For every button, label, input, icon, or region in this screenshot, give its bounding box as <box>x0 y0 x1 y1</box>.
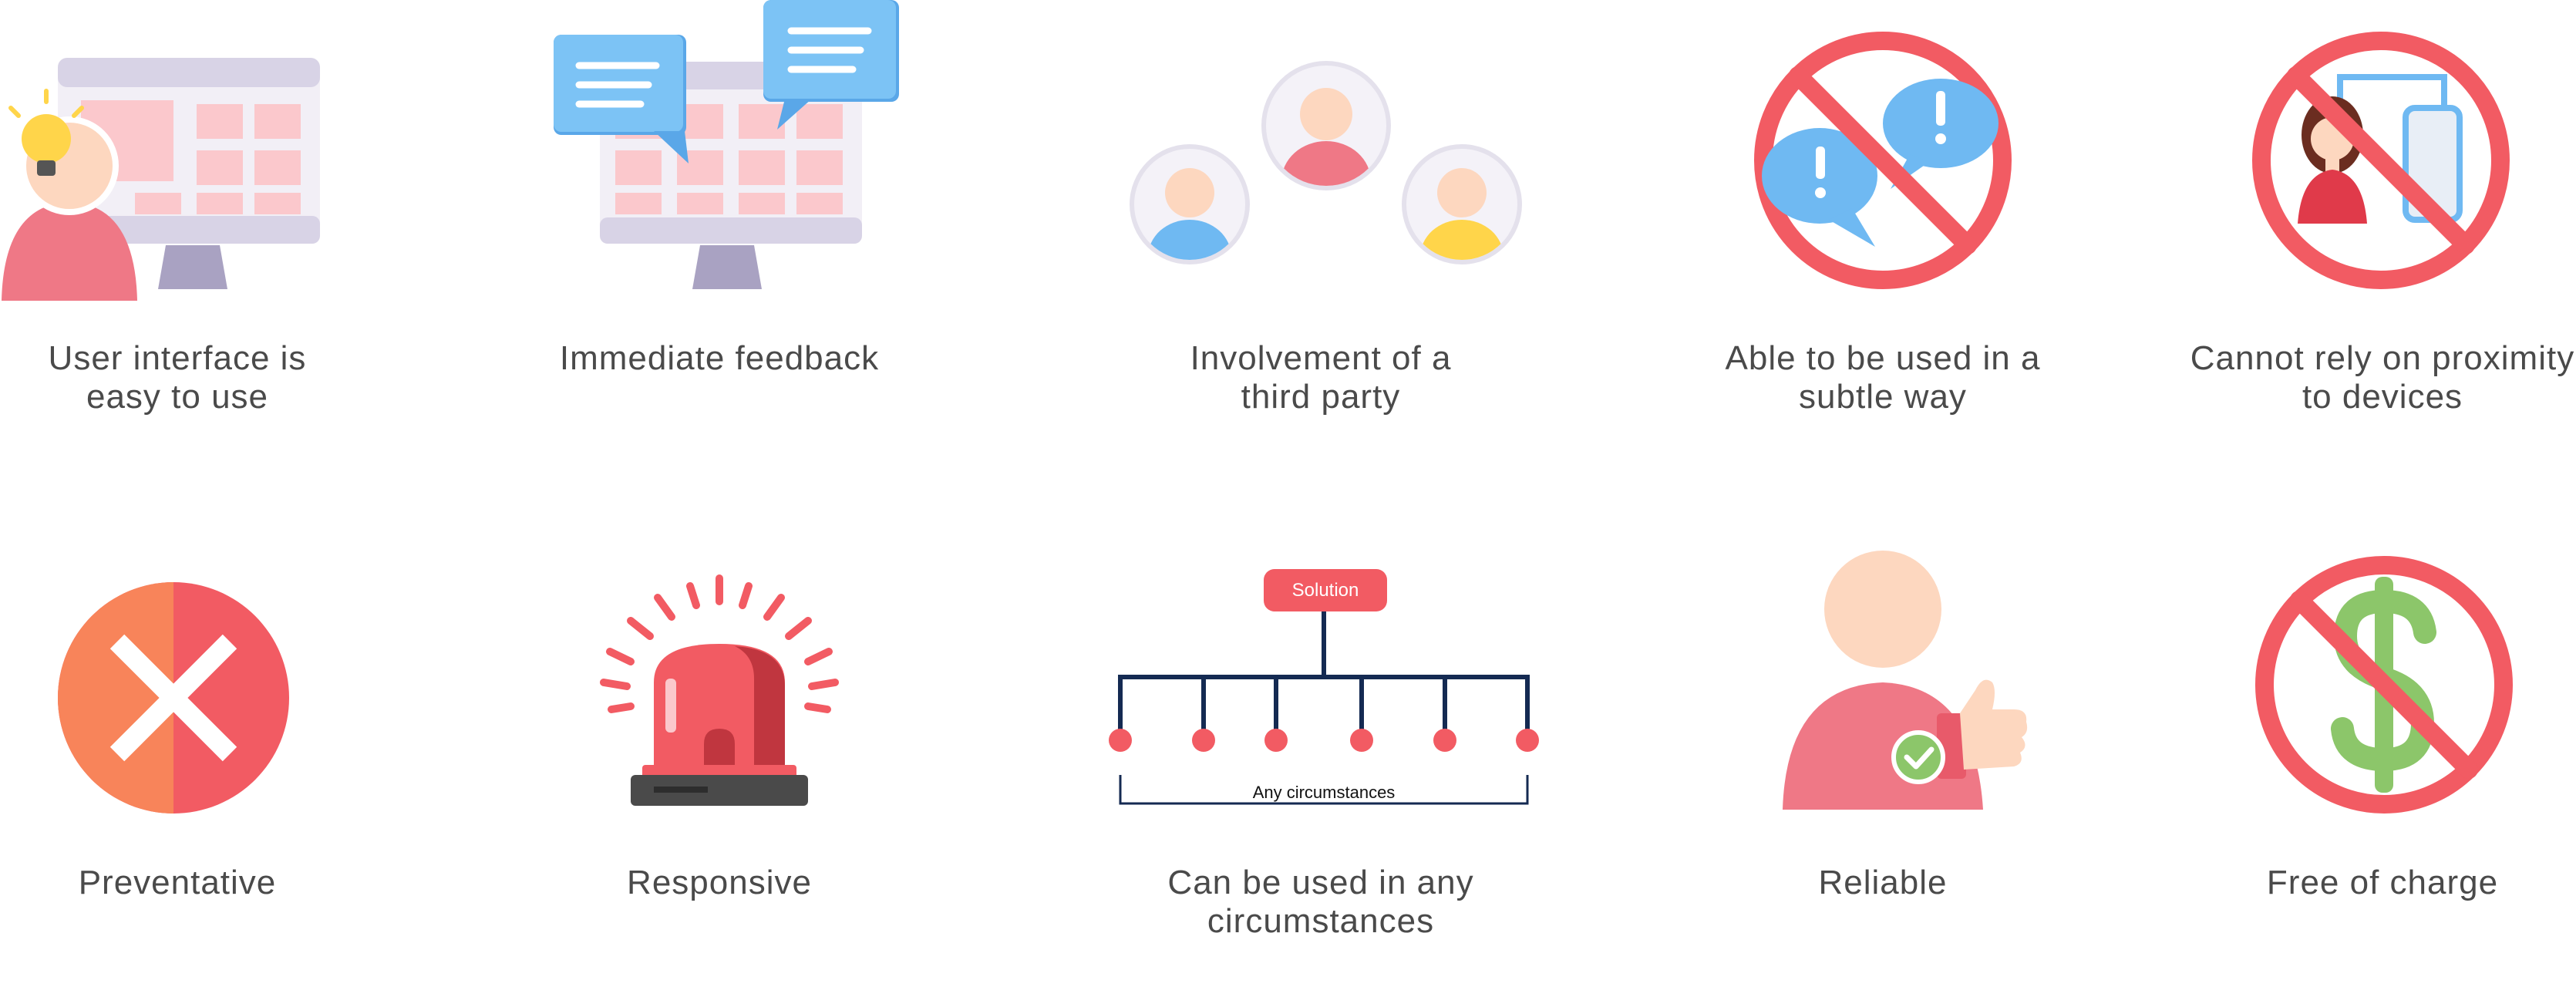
feature-label: Can be used in any circumstances <box>1082 864 1560 941</box>
label-line: User interface is <box>48 339 307 377</box>
label-line: to devices <box>2302 378 2463 416</box>
monitor-speech-bubbles-icon <box>554 0 899 289</box>
siren-icon <box>600 574 839 806</box>
label-line: third party <box>1241 378 1401 416</box>
feature-label: Preventative <box>0 864 416 902</box>
diagram-bracket <box>1119 775 1529 805</box>
diagram-root-box <box>1264 569 1387 611</box>
feature-label: User interface is easy to use <box>0 339 416 416</box>
diagram-bracket-label: Any circumstances <box>1253 783 1396 802</box>
feature-preventative: Preventative <box>0 524 416 987</box>
feature-ui-easy: User interface is easy to use <box>0 0 416 463</box>
label-line: Can be used in any <box>1167 864 1474 901</box>
diagram-connectors <box>1118 611 1530 739</box>
feature-responsive: Responsive <box>480 524 958 987</box>
label-line: Cannot rely on proximity <box>2190 339 2575 377</box>
feature-label: Able to be used in a subtle way <box>1644 339 2122 416</box>
no-alert-bubbles-icon <box>1754 32 2012 289</box>
label-line: Responsive <box>627 864 812 901</box>
three-people-icon <box>1130 61 1522 264</box>
feature-proximity: Cannot rely on proximity to devices <box>2143 0 2576 463</box>
diagram-root-label: Solution <box>1292 580 1359 601</box>
no-phone-proximity-icon <box>2252 32 2510 289</box>
feature-label: Responsive <box>480 864 958 902</box>
label-line: Free of charge <box>2266 864 2499 901</box>
label-line: Preventative <box>78 864 277 901</box>
feature-third-party: Involvement of a third party <box>1082 0 1560 463</box>
label-line: circumstances <box>1207 902 1435 940</box>
feature-immediate-feedback: Immediate feedback <box>480 0 958 463</box>
label-line: Able to be used in a <box>1725 339 2041 377</box>
person-thumbs-up-icon <box>1783 551 2028 810</box>
feature-free: Free of charge <box>2143 524 2576 987</box>
feature-label: Free of charge <box>2143 864 2576 902</box>
label-line: Involvement of a <box>1190 339 1452 377</box>
feature-label: Immediate feedback <box>480 339 958 378</box>
tree-diagram-icon: Solution Any circumstances <box>1109 569 1539 805</box>
label-line: Immediate feedback <box>559 339 880 377</box>
feature-label: Cannot rely on proximity to devices <box>2143 339 2576 416</box>
x-circle-icon <box>58 582 289 814</box>
no-dollar-icon <box>2255 556 2513 814</box>
label-line: subtle way <box>1799 378 1967 416</box>
feature-reliable: Reliable <box>1644 524 2122 987</box>
label-line: easy to use <box>86 378 269 416</box>
feature-label: Reliable <box>1644 864 2122 902</box>
monitor-user-lightbulb-icon <box>2 58 320 301</box>
diagram-leaves <box>1109 729 1539 752</box>
feature-subtle: Able to be used in a subtle way <box>1644 0 2122 463</box>
label-line: Reliable <box>1818 864 1948 901</box>
feature-label: Involvement of a third party <box>1082 339 1560 416</box>
feature-any-circumstances: Solution Any circumstances Can be used i… <box>1082 524 1560 987</box>
